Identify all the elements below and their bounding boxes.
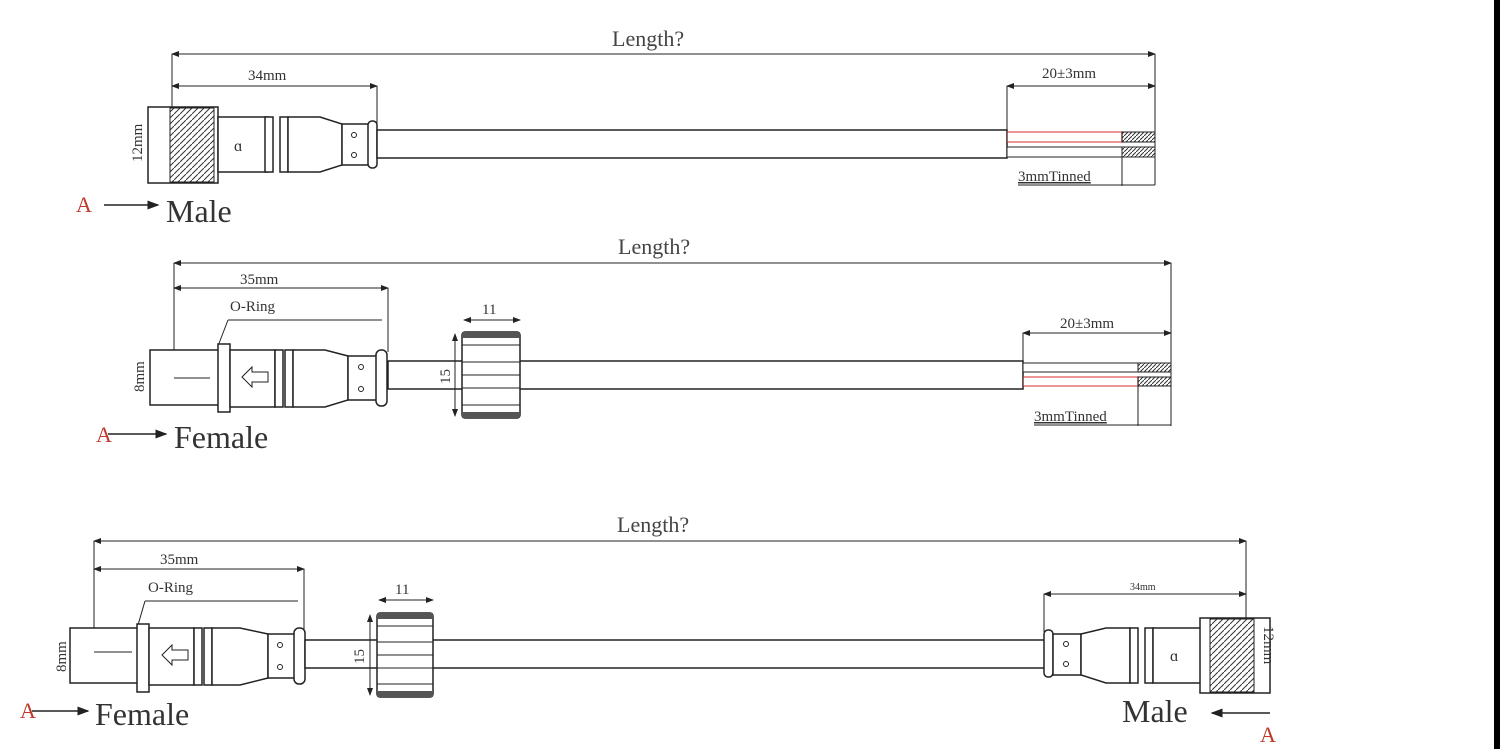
wire-black [1022, 362, 1139, 373]
nut-width-label: 11 [482, 302, 496, 318]
thread-icon [1209, 618, 1255, 693]
end-label-male: Male [166, 193, 232, 229]
diagram-female-male: Length? 35mm O-Ring 8mm [20, 512, 1276, 747]
oring-label: O-Ring [148, 580, 194, 596]
tinned-label: 3mmTinned [1034, 409, 1107, 425]
end-label-female: Female [174, 419, 268, 455]
diagram-female-open: Length? 35mm O-Ring 8mm [96, 234, 1172, 455]
strip-length-label: 20±3mm [1060, 316, 1114, 332]
connector-length-label: 35mm [240, 272, 279, 288]
end-label-male: Male [1122, 693, 1188, 729]
marker-a: A [76, 192, 92, 217]
connector-diameter-label: 12mm [130, 123, 146, 162]
marker-a-right: A [1260, 722, 1276, 747]
thread-icon [169, 107, 215, 183]
female-connector: 8mm [54, 623, 306, 693]
marker-a-left: A [20, 698, 36, 723]
wire-red [1006, 131, 1123, 143]
coupling-nut: 11 15 [352, 582, 434, 698]
length-label: Length? [617, 512, 689, 537]
arrow-left-icon [161, 643, 189, 667]
cable [376, 129, 1008, 159]
tinned-label: 3mmTinned [1018, 169, 1091, 185]
male-connector: ɑ 12mm [130, 106, 378, 184]
oring-label: O-Ring [230, 299, 276, 315]
right-border [1494, 0, 1500, 749]
wire-black [1006, 146, 1123, 158]
end-label-female: Female [95, 696, 189, 732]
connector-diameter-label: 8mm [132, 361, 148, 392]
connector-taper [287, 116, 343, 173]
connector-body [217, 116, 269, 173]
key-mark-icon: ɑ [234, 138, 242, 155]
key-mark-icon: ɑ [1170, 648, 1178, 665]
marker-a: A [96, 422, 112, 447]
male-connector: ɑ 34mm 12mm [1043, 582, 1276, 694]
length-label: Length? [612, 26, 684, 51]
connector-diameter-label: 8mm [54, 641, 70, 672]
coupling-nut: 11 15 [438, 302, 521, 419]
wire-red [1022, 376, 1139, 387]
nut-diameter-label: 15 [438, 369, 454, 384]
diagram-male-open: Length? 34mm ɑ 12mm 20±3mm [76, 26, 1156, 229]
nut-diameter-label: 15 [352, 649, 368, 664]
connector-length-label: 34mm [248, 68, 287, 84]
tinned-end [1121, 146, 1156, 158]
arrow-left-icon [241, 365, 269, 389]
tinned-end [1121, 131, 1156, 143]
male-diameter-label: 12mm [1260, 626, 1276, 665]
nut-width-label: 11 [395, 582, 409, 598]
length-label: Length? [618, 234, 690, 259]
tinned-end [1137, 362, 1172, 373]
connector-length-label: 35mm [160, 552, 199, 568]
female-connector: 8mm [132, 343, 388, 413]
male-length-label: 34mm [1130, 582, 1156, 593]
tinned-end [1137, 376, 1172, 387]
strip-length-label: 20±3mm [1042, 66, 1096, 82]
